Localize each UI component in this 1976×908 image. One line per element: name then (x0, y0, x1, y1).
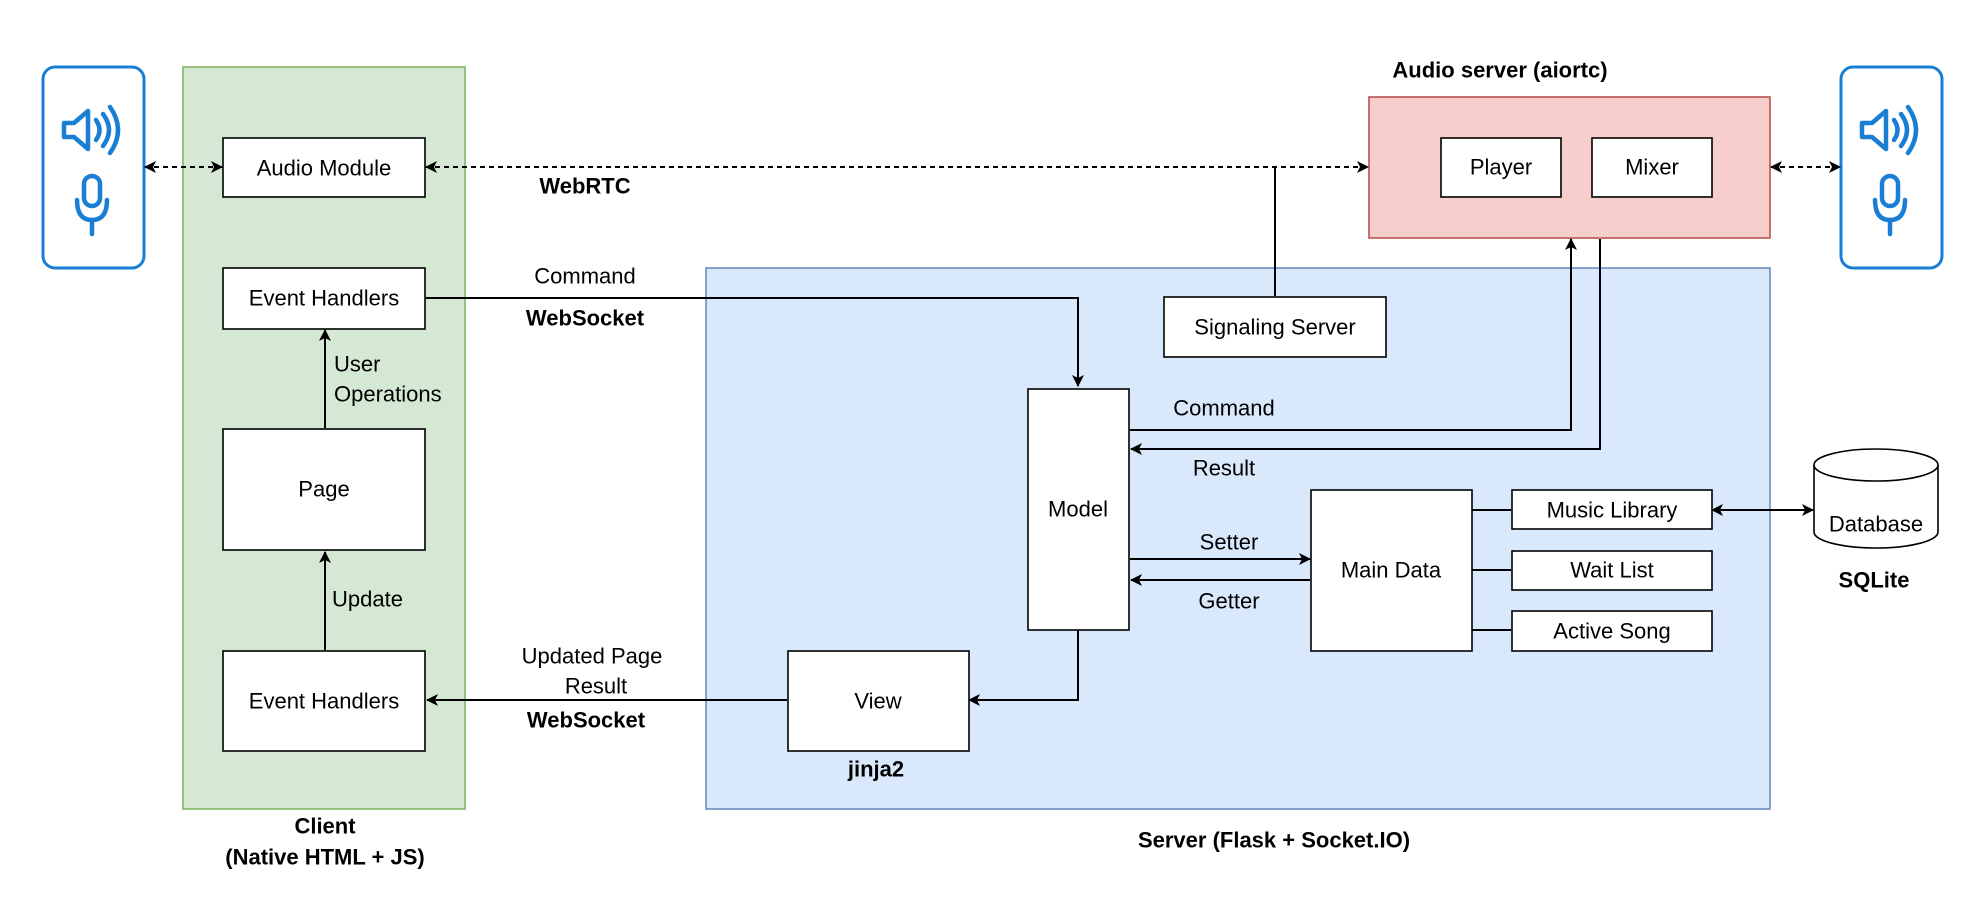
updated-page-label-2: Result (565, 674, 627, 699)
websocket-top-label: WebSocket (526, 306, 645, 331)
signaling-server-node: Signaling Server (1163, 296, 1387, 358)
event-handlers-top-label: Event Handlers (249, 286, 399, 311)
signaling-server-label: Signaling Server (1194, 315, 1355, 340)
model-node: Model (1027, 388, 1130, 631)
speaker-icon (61, 104, 121, 156)
view-label: View (854, 689, 901, 714)
event-handlers-bottom-label: Event Handlers (249, 689, 399, 714)
sqlite-label: SQLite (1839, 568, 1910, 593)
event-handlers-bottom-node: Event Handlers (222, 650, 426, 752)
edge-command-websocket (426, 297, 1084, 387)
client-title-line1: Client (294, 814, 356, 839)
microphone-icon (74, 173, 110, 237)
audio-module-node: Audio Module (222, 137, 426, 198)
updated-page-label-1: Updated Page (522, 644, 663, 669)
audio-module-label: Audio Module (257, 156, 392, 181)
player-node: Player (1440, 137, 1562, 198)
database-label: Database (1829, 512, 1923, 537)
music-library-node: Music Library (1511, 489, 1713, 530)
view-node: View (787, 650, 970, 752)
event-handlers-top-node: Event Handlers (222, 267, 426, 330)
audio-server-title: Audio server (aiortc) (1392, 58, 1607, 83)
page-label: Page (298, 477, 349, 502)
player-label: Player (1470, 155, 1532, 180)
edge-command-audio (1130, 238, 1577, 431)
server-title: Server (Flask + Socket.IO) (1138, 828, 1410, 853)
user-operations-label-1: User (334, 352, 380, 377)
client-title-line2: (Native HTML + JS) (225, 845, 424, 870)
user-device-right (1839, 65, 1944, 270)
page-node: Page (222, 428, 426, 551)
user-operations-label-2: Operations (334, 382, 442, 407)
music-library-label: Music Library (1547, 498, 1678, 523)
main-data-node: Main Data (1310, 489, 1473, 652)
webrtc-label: WebRTC (539, 174, 630, 199)
edge-model-view (968, 630, 1079, 706)
setter-label: Setter (1200, 530, 1259, 555)
websocket-bottom-label: WebSocket (527, 708, 646, 733)
active-song-label: Active Song (1553, 619, 1670, 644)
speaker-icon (1859, 104, 1919, 156)
command-websocket-label: Command (534, 264, 635, 289)
update-label: Update (332, 587, 403, 612)
edge-result (1130, 239, 1601, 455)
model-label: Model (1048, 497, 1108, 522)
active-song-node: Active Song (1511, 610, 1713, 652)
command-audio-label: Command (1173, 396, 1274, 421)
wait-list-label: Wait List (1570, 558, 1654, 583)
mixer-node: Mixer (1591, 137, 1713, 198)
jinja2-label: jinja2 (847, 757, 904, 782)
mixer-label: Mixer (1625, 155, 1679, 180)
wait-list-node: Wait List (1511, 550, 1713, 591)
main-data-label: Main Data (1341, 558, 1442, 583)
getter-label: Getter (1198, 589, 1259, 614)
database-node: Database (1813, 448, 1939, 549)
microphone-icon (1872, 173, 1908, 237)
user-device-left (41, 65, 146, 270)
edges (144, 161, 1841, 706)
result-label: Result (1193, 456, 1255, 481)
